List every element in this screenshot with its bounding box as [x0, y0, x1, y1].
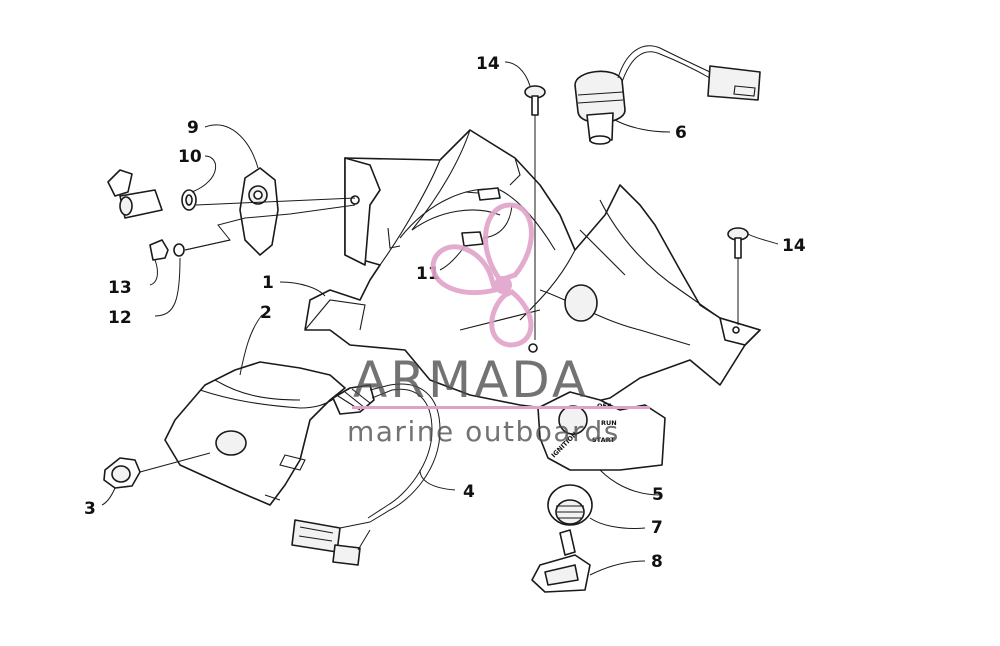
propeller-logo-icon: [430, 202, 534, 348]
screw-part-14-right: [727, 227, 749, 325]
callout-13: 13: [108, 278, 132, 298]
ignition-key-part-8: [531, 529, 591, 593]
callout-leaders: [101, 61, 779, 576]
callout-6: 6: [675, 123, 687, 143]
callout-1: 1: [262, 273, 274, 293]
ignition-switch-part-6: [574, 45, 761, 145]
callout-14-right: 14: [782, 236, 806, 256]
switch-label-start: START: [592, 436, 615, 444]
callout-12: 12: [108, 308, 132, 328]
watermark-brand: ARMADA: [353, 351, 589, 409]
callout-14-upper: 14: [476, 54, 500, 74]
callout-10: 10: [178, 147, 202, 167]
callout-4: 4: [463, 482, 475, 502]
ignition-cap-part-3: [103, 452, 211, 489]
callout-3: 3: [84, 499, 96, 519]
callout-labels: 1 2 3 4 5 6 7 8 9 10 11 12 13 14 14: [84, 54, 806, 572]
lower-console-panel: [164, 361, 346, 506]
callout-2: 2: [260, 303, 272, 323]
upper-console-cover: [304, 129, 761, 411]
watermark-accent-bar: [352, 406, 650, 409]
switch-label-run: RUN: [601, 419, 617, 427]
cap-and-washer-parts-12-13: [149, 239, 231, 261]
callout-9: 9: [187, 118, 199, 138]
watermark-tagline: marine outboards: [347, 415, 620, 448]
accessory-outlet-part-10: [107, 169, 197, 219]
gasket-plate-part-9: [184, 167, 356, 256]
callout-8: 8: [651, 552, 663, 572]
armada-watermark: ARMADA marine outboards: [347, 202, 650, 448]
callout-5: 5: [652, 485, 664, 505]
retaining-nut-part-7: [547, 484, 593, 526]
screw-part-14-upper: [524, 85, 546, 340]
callout-7: 7: [651, 518, 663, 538]
